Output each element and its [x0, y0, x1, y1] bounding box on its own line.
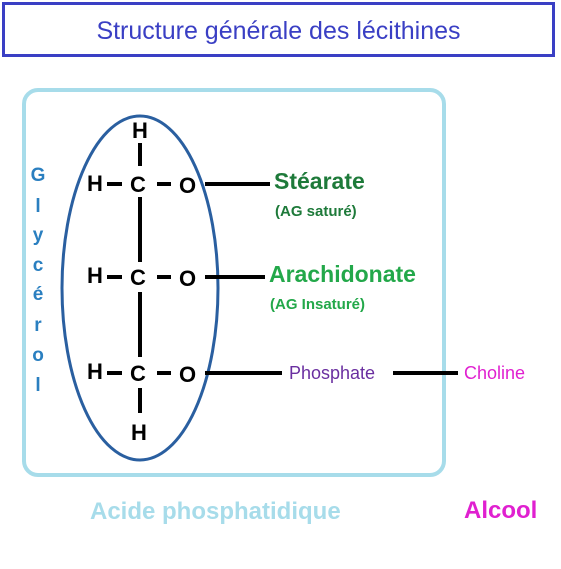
title-box: Structure générale des lécithines	[2, 2, 555, 57]
stearate-label: Stéarate	[274, 168, 365, 194]
arachidonate-label: Arachidonate	[269, 261, 416, 287]
alcohol-label: Alcool	[464, 497, 538, 524]
glycerol-letter: l	[35, 196, 41, 217]
glycerol-letter: G	[30, 165, 46, 186]
atom-c-row2: C	[130, 265, 146, 290]
arachidonate-note: (AG Insaturé)	[270, 296, 366, 313]
choline-label: Choline	[464, 363, 526, 383]
atom-c-row1: C	[130, 172, 146, 197]
atom-h-bottom: H	[131, 420, 147, 445]
diagram-title: Structure générale des lécithines	[96, 17, 461, 45]
glycerol-letter: o	[32, 345, 44, 366]
stearate-note: (AG saturé)	[275, 203, 357, 220]
atom-o-row2: O	[179, 266, 197, 291]
glycerol-letter: é	[32, 284, 44, 305]
glycerol-ellipse	[60, 114, 220, 462]
atom-h-top: H	[132, 118, 148, 143]
atom-o-row1: O	[179, 173, 197, 198]
phosphate-label: Phosphate	[289, 363, 376, 383]
atom-o-row3: O	[179, 362, 197, 387]
glycerol-letter: r	[34, 315, 42, 336]
phosphatidic-acid-label: Acide phosphatidique	[90, 498, 341, 525]
glycerol-letter: l	[35, 375, 41, 396]
glycerol-letter: y	[32, 225, 44, 246]
atom-c-row3: C	[130, 361, 146, 386]
atom-h-row1: H	[87, 171, 103, 196]
phosphatidic-acid-frame	[22, 88, 446, 477]
glycerol-letter: c	[32, 255, 44, 276]
atom-h-row3: H	[87, 359, 103, 384]
atom-h-row2: H	[87, 263, 103, 288]
